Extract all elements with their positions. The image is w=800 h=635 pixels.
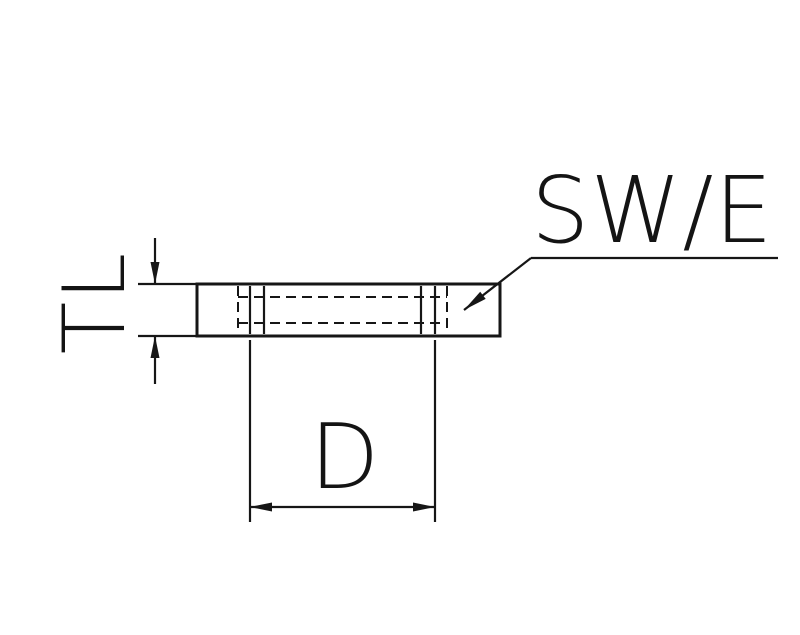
tl-arrowhead-up: [150, 336, 160, 358]
d-arrowhead-right: [413, 502, 435, 512]
swe-leader-arrowhead: [464, 291, 486, 310]
part-outline: [195, 282, 502, 338]
d-arrowhead-left: [250, 502, 272, 512]
tl-dimension-label: TL: [45, 252, 145, 354]
swe-callout-label: SW/E: [531, 157, 774, 264]
tl-arrowhead-down: [150, 262, 160, 284]
d-dimension-label: D: [310, 405, 380, 510]
